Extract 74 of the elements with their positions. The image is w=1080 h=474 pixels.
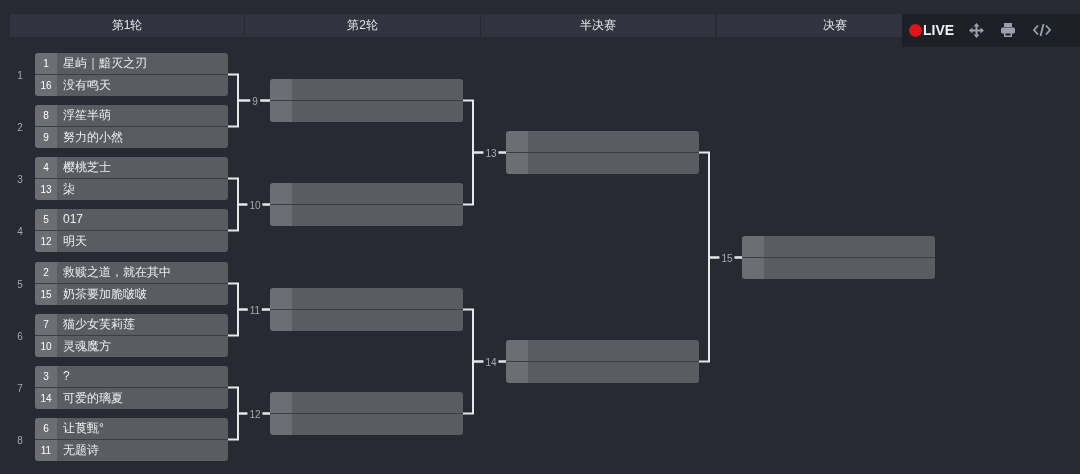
player-name: 星屿｜黯灭之刃: [63, 55, 147, 72]
match-number: 11: [247, 303, 263, 316]
seed-number: 8: [42, 109, 50, 123]
match-card: [35, 209, 228, 252]
seed-number: 1: [42, 57, 50, 71]
column-header: 半决赛: [481, 14, 715, 37]
match-number: 1: [15, 68, 25, 81]
match-number: 12: [247, 407, 263, 420]
player-name: 可爱的璃夏: [63, 390, 123, 407]
player-name: 明天: [63, 233, 87, 250]
seed-number: 6: [42, 422, 50, 436]
match-card: [35, 53, 228, 96]
match-card: [270, 79, 463, 122]
seed-number: 4: [42, 161, 50, 175]
seed-number: 16: [39, 79, 53, 93]
seed-number: 7: [42, 318, 50, 332]
match-card: [35, 262, 228, 305]
match-number: 15: [719, 251, 735, 264]
player-name: 灵魂魔方: [63, 338, 111, 355]
bracket-line: [462, 151, 507, 206]
bracket-line: [227, 203, 271, 232]
match-number: 10: [247, 198, 263, 211]
match-number: 2: [15, 120, 25, 133]
match-number: 5: [15, 277, 25, 290]
player-name: 让莨甄°: [63, 420, 104, 437]
column-header: 决赛: [717, 14, 902, 37]
match-number: 8: [15, 433, 25, 446]
player-name: 救赎之道，就在其中: [63, 264, 171, 281]
seed-number: 14: [39, 392, 53, 406]
live-label: LIVE: [923, 22, 955, 39]
match-number: 7: [15, 381, 25, 394]
seed-number: 12: [39, 235, 53, 249]
player-name: 柒: [63, 181, 75, 198]
match-card: [35, 157, 228, 200]
column-header: 第2轮: [245, 14, 480, 37]
match-card: [506, 131, 699, 174]
match-number: 9: [250, 94, 260, 107]
match-number: 14: [483, 355, 499, 368]
player-name: 樱桃芝士: [63, 159, 111, 176]
bracket-line: [698, 256, 743, 363]
seed-number: 13: [39, 183, 53, 197]
match-number: 13: [483, 146, 499, 159]
bracket-line: [227, 308, 271, 337]
match-card: [270, 392, 463, 435]
match-number: 6: [15, 329, 25, 342]
match-card: [35, 418, 228, 461]
seed-number: 2: [42, 266, 50, 280]
bracket-line: [227, 99, 271, 128]
player-name: 奶茶要加脆啵啵: [63, 286, 147, 303]
player-name: 浮笙半萌: [63, 107, 111, 124]
seed-number: 9: [42, 131, 50, 145]
match-card: [35, 314, 228, 357]
seed-number: 11: [39, 444, 53, 458]
match-card: [506, 340, 699, 383]
player-name: 努力的小然: [63, 129, 123, 146]
column-header: 第1轮: [10, 14, 244, 37]
player-name: 无题诗: [63, 442, 99, 459]
player-name: 猫少女芙莉莲: [63, 316, 135, 333]
bracket-line: [227, 412, 271, 441]
bracket-line: [462, 360, 507, 415]
player-name: ?: [63, 368, 70, 385]
seed-number: 5: [42, 213, 50, 227]
match-card: [742, 236, 935, 279]
seed-number: 15: [39, 288, 53, 302]
seed-number: 10: [39, 340, 53, 354]
match-number: 4: [15, 224, 25, 237]
match-card: [270, 288, 463, 331]
match-card: [35, 366, 228, 409]
player-name: 没有鸣天: [63, 77, 111, 94]
match-number: 3: [15, 172, 25, 185]
match-card: [270, 183, 463, 226]
seed-number: 3: [42, 370, 50, 384]
player-name: 017: [63, 211, 84, 228]
match-card: [35, 105, 228, 148]
